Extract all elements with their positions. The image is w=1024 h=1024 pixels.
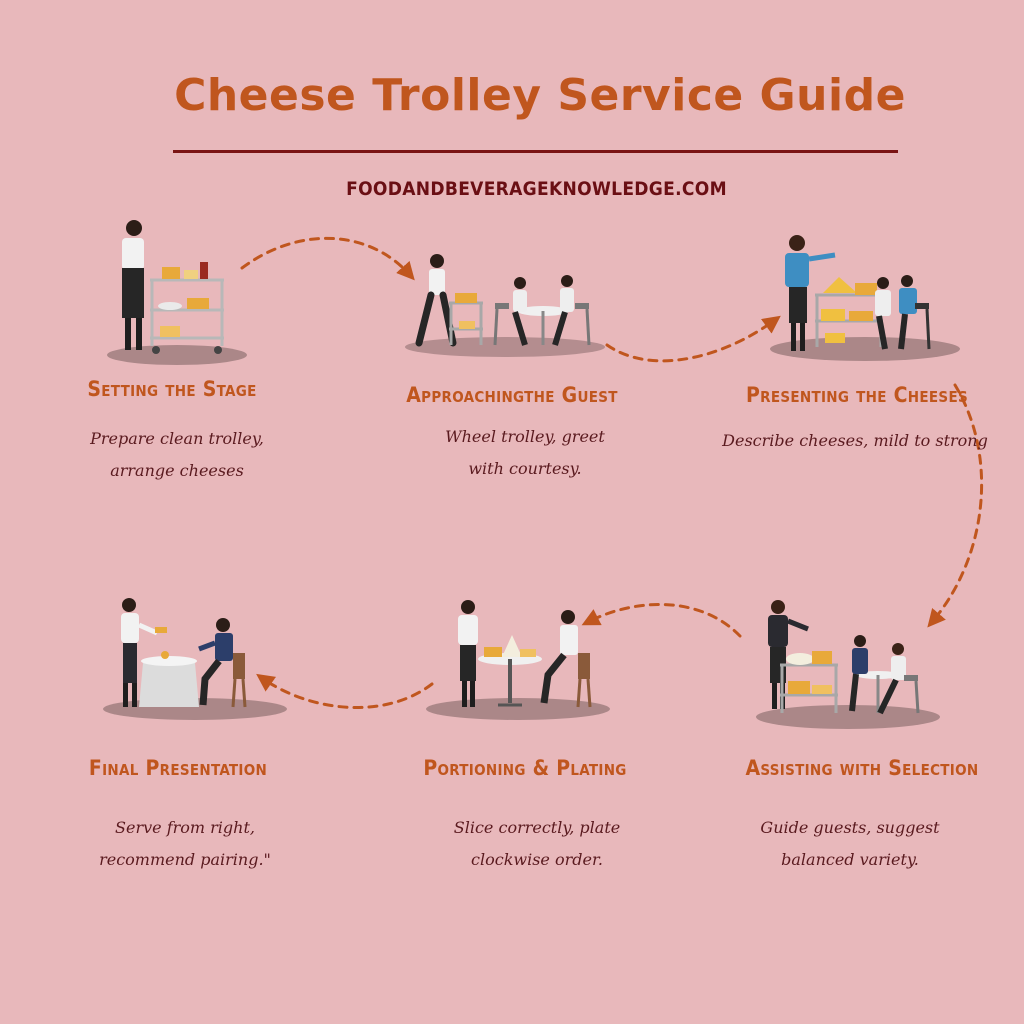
step-6-title: Final Presentation	[88, 756, 268, 780]
step-4-desc-line-1: Guide guests, suggest	[760, 818, 940, 837]
step-2-title: Approachingthe Guest	[406, 383, 618, 407]
step-1-title: Setting the Stage	[87, 377, 257, 401]
step-2-description: Wheel trolley, greet with courtesy.	[375, 421, 675, 485]
step-6-desc-line-2: recommend pairing."	[99, 850, 271, 869]
step-3-description: Describe cheeses, mild to strong	[705, 425, 1005, 457]
step-4-description: Guide guests, suggest balanced variety.	[700, 812, 1000, 876]
arrow-5-to-6	[256, 673, 434, 709]
page-title: Cheese Trolley Service Guide	[174, 70, 906, 121]
step-2-desc-line-2: with courtesy.	[468, 459, 582, 478]
step-2-desc-line-1: Wheel trolley, greet	[445, 427, 605, 446]
arrow-3-to-4	[927, 383, 984, 628]
step-5-description: Slice correctly, plate clockwise order.	[387, 812, 687, 876]
approach-guest-icon	[405, 254, 605, 357]
step-1-desc-line-1: Prepare clean trolley,	[90, 429, 264, 448]
trolley-setup-icon	[107, 220, 247, 365]
step-5-title: Portioning & Plating	[423, 756, 627, 780]
step-3-title: Presenting the Cheeses	[745, 383, 968, 407]
step-6-desc-line-1: Serve from right,	[115, 818, 255, 837]
step-4-title: Assisting with Selection	[745, 756, 979, 780]
website-label: FOODANDBEVERAGEKNOWLEDGE.COM	[346, 178, 727, 200]
step-6-description: Serve from right, recommend pairing."	[35, 812, 335, 876]
title-divider	[173, 150, 898, 153]
arrow-4-to-5	[581, 603, 742, 638]
step-5-desc-line-2: clockwise order.	[471, 850, 603, 869]
arrow-2-to-3	[605, 315, 781, 363]
assist-selection-icon	[756, 600, 940, 729]
step-1-desc-line-2: arrange cheeses	[110, 461, 244, 480]
step-1-description: Prepare clean trolley, arrange cheeses	[27, 423, 327, 487]
step-4-desc-line-2: balanced variety.	[781, 850, 919, 869]
present-cheeses-icon	[770, 235, 960, 361]
final-presentation-icon	[103, 598, 287, 720]
step-5-desc-line-1: Slice correctly, plate	[453, 818, 621, 837]
step-3-desc-line-1: Describe cheeses, mild to strong	[722, 431, 988, 450]
arrow-1-to-2	[240, 236, 415, 281]
portion-plating-icon	[426, 600, 610, 720]
